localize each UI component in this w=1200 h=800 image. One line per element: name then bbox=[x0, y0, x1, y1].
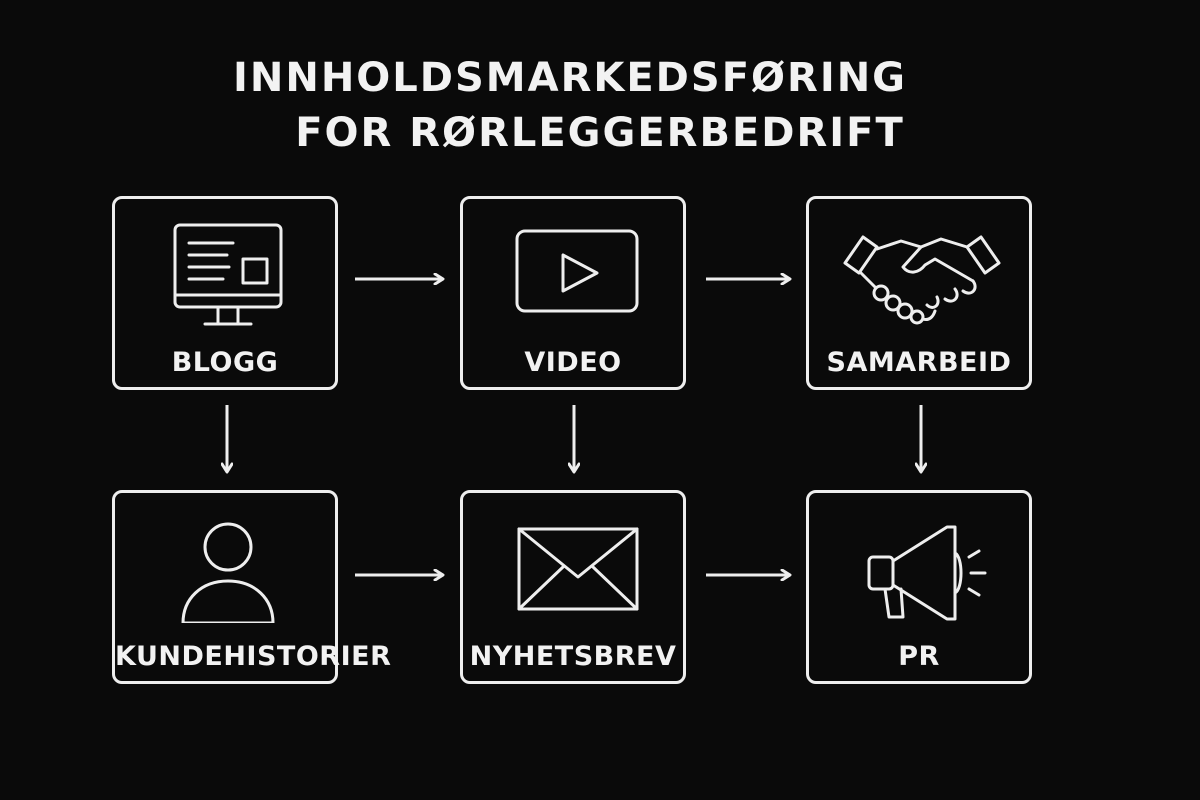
node-pr: PR bbox=[806, 490, 1032, 684]
node-label: SAMARBEID bbox=[826, 347, 1012, 378]
person-icon bbox=[115, 513, 335, 623]
title-line-1: INNHOLDSMARKEDSFØRING bbox=[232, 55, 908, 101]
node-blogg: BLOGG bbox=[112, 196, 338, 390]
node-samarbeid: SAMARBEID bbox=[806, 196, 1032, 390]
video-play-icon bbox=[463, 219, 683, 329]
node-label: PR bbox=[898, 641, 940, 672]
node-label: BLOGG bbox=[171, 347, 279, 378]
node-nyhetsbrev: NYHETSBREV bbox=[460, 490, 686, 684]
node-label: VIDEO bbox=[524, 347, 622, 378]
megaphone-icon bbox=[809, 513, 1029, 623]
node-kundehistorier: KUNDEHISTORIER bbox=[112, 490, 392, 684]
node-label: KUNDEHISTORIER bbox=[115, 641, 392, 672]
monitor-icon bbox=[115, 219, 335, 329]
node-video: VIDEO bbox=[460, 196, 686, 390]
handshake-icon bbox=[809, 219, 1029, 329]
envelope-icon bbox=[463, 513, 683, 623]
title-line-2: FOR RØRLEGGERBEDRIFT bbox=[295, 110, 905, 156]
node-label: NYHETSBREV bbox=[469, 641, 677, 672]
